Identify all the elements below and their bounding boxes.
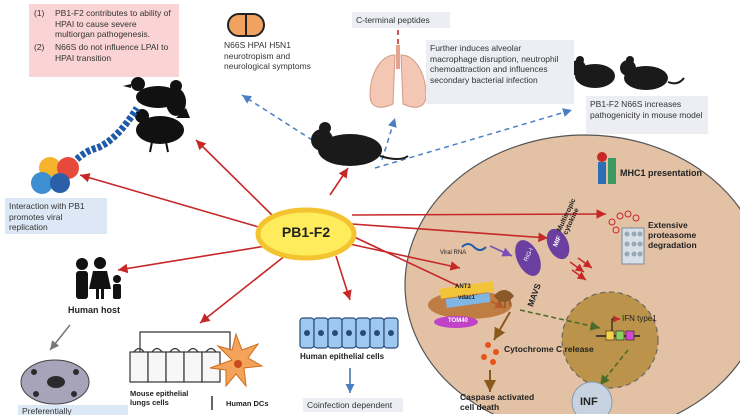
cyto-c-label: Cytochrome C release: [504, 344, 594, 354]
human-host-label: Human host: [68, 305, 121, 315]
mito-box: Preferentially mitochondrial: [18, 405, 128, 415]
hpai-item-2: (2) N66S do not influence LPAI to HPAI t…: [34, 41, 169, 63]
poultry-icon: [123, 77, 190, 153]
center-label: PB1-F2: [281, 224, 331, 240]
mouse-epithelial-icon: [129, 331, 231, 383]
ifn-signal-arrow: [519, 309, 601, 331]
mhc1-label: MHC1 presentation: [620, 168, 703, 178]
mitochondria-complex: [428, 281, 514, 341]
vdac1-label: vdac1: [458, 295, 476, 301]
human-epithelial-label: Human epithelial cells: [300, 352, 385, 361]
inf-label: INF: [580, 396, 598, 408]
ant3-label: ANT3: [455, 284, 471, 290]
human-family-icon: [76, 257, 121, 299]
pb1-viral-icon: [31, 106, 140, 194]
alveolar-box: Further induces alveolar macrophage disr…: [426, 40, 574, 104]
cytokine-arrows: [569, 257, 593, 281]
human-dcs-label: Human DCs: [226, 399, 269, 408]
dendritic-cell-icon: [209, 332, 264, 388]
hpai-note-box: (1) PB1-F2 contributes to ability of HPA…: [29, 4, 179, 77]
c-terminal-box: C-terminal peptides: [352, 12, 450, 28]
red-arrows: [79, 139, 607, 324]
viral-rna-label: Viral RNA: [440, 250, 467, 256]
host-arrow: [49, 324, 71, 351]
mouse-icon: [311, 122, 409, 166]
gene-bar: [596, 315, 640, 341]
tom40-label: TOM40: [448, 318, 468, 324]
mice-icon: [570, 56, 685, 90]
epithelial-nuclei: [304, 330, 394, 336]
rna-rig-i: [461, 228, 570, 276]
mouse-model-box: PB1-F2 N66S increases pathogenicity in m…: [586, 96, 708, 134]
n66s-hpai-text: N66S HPAI H5N1 neurotropism and neurolog…: [224, 40, 311, 72]
hpai-item-1: (1) PB1-F2 contributes to ability of HPA…: [34, 8, 171, 40]
lungs-icon: [369, 45, 427, 108]
capsule-icon: [227, 13, 265, 37]
proteasome-label: Extensive proteasome degradation: [648, 220, 697, 251]
mouse-cells-label: Mouse epithelial lungs cells: [130, 389, 189, 407]
pb1-interaction-box: Interaction with PB1 promotes viral repl…: [5, 198, 107, 234]
ifn-label: IFN type1: [622, 314, 657, 323]
pb1f2-center: [255, 207, 357, 261]
caspase-label: Caspase activated cell death: [460, 392, 535, 413]
mhc1-icon: [597, 152, 616, 184]
blue-dashed-arrows: [241, 94, 573, 169]
inf-circle: [571, 381, 613, 414]
mito-cell: [20, 359, 90, 405]
proteasome-icon: [608, 210, 645, 265]
cytochrome-dots: [481, 342, 499, 365]
coinfection-box: Coinfection dependent: [303, 398, 403, 412]
